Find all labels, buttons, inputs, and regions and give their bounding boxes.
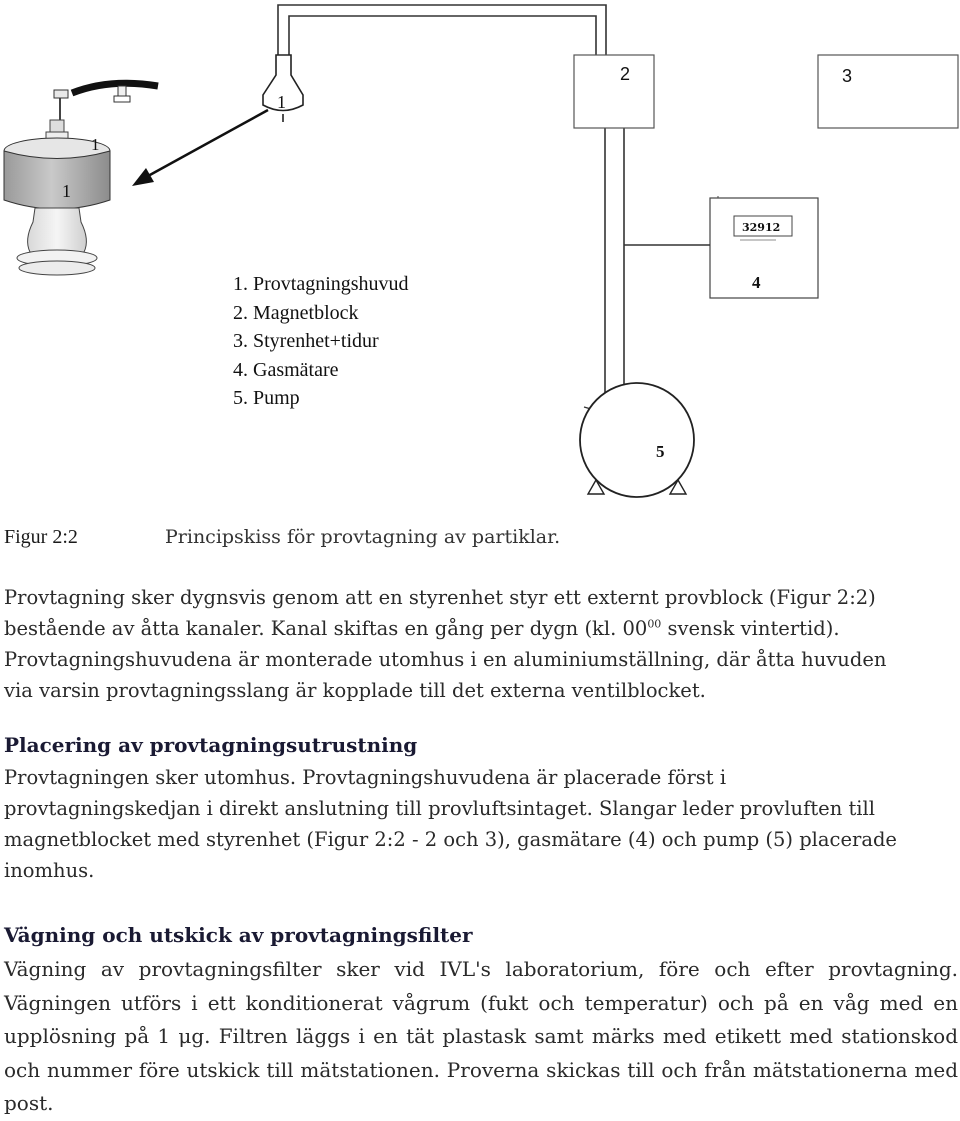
sampler-lid-label: 1 — [91, 135, 100, 154]
sampling-schematic-figure: 1 1 1 2 3 32912 4 — [3, 4, 959, 498]
legend-item: 5. Pump — [233, 387, 300, 409]
legend-item: 3. Styrenhet+tidur — [233, 330, 379, 352]
text-line: magnetblocket med styrenhet (Figur 2:2 -… — [4, 828, 897, 851]
intro-paragraph: Provtagning sker dygnsvis genom att en s… — [4, 582, 958, 706]
text-line: provtagningskedjan i direkt anslutning t… — [4, 797, 875, 820]
section-heading: Placering av provtagningsutrustning — [4, 733, 418, 757]
text-line: inomhus. — [4, 859, 95, 882]
gas-meter-display: 32912 — [742, 221, 780, 234]
legend-item: 1. Provtagningshuvud — [233, 273, 409, 295]
gas-meter-label: 4 — [752, 273, 761, 292]
superscript: 00 — [647, 617, 662, 631]
section-paragraph: Provtagningen sker utomhus. Provtagnings… — [4, 762, 958, 886]
section-heading: Vägning och utskick av provtagningsfilte… — [4, 923, 473, 947]
magnet-block-label: 2 — [620, 64, 630, 84]
pump — [579, 382, 695, 498]
funnel-label: 1 — [277, 92, 286, 112]
inlet-funnel — [262, 54, 304, 122]
pointer-arrow — [132, 108, 269, 186]
figure-caption-text: Principskiss för provtagning av partikla… — [165, 526, 561, 548]
sampler-label: 1 — [62, 181, 71, 201]
gas-meter — [624, 196, 819, 299]
text-line: bestående av åtta kanaler. Kanal skiftas… — [4, 613, 958, 644]
sampling-head-illustration — [3, 79, 159, 276]
text-fragment: bestående av åtta kanaler. Kanal skiftas… — [4, 617, 648, 640]
figure-legend: 1. Provtagningshuvud 2. Magnetblock 3. S… — [233, 270, 409, 413]
pump-label: 5 — [656, 442, 665, 461]
legend-item: 4. Gasmätare — [233, 358, 339, 381]
text-line: Provtagningen sker utomhus. Provtagnings… — [4, 766, 727, 789]
text-line: via varsin provtagningsslang är kopplade… — [4, 679, 706, 702]
section-paragraph: Vägning av provtagningsfilter sker vid I… — [4, 957, 958, 1115]
magnet-block-box — [573, 54, 655, 129]
legend-item: 2. Magnetblock — [233, 301, 359, 324]
controller-label: 3 — [842, 66, 852, 86]
controller-box — [817, 54, 959, 129]
text-fragment: svensk vintertid). — [661, 617, 840, 640]
text-line: Provtagningshuvudena är monterade utomhu… — [4, 648, 887, 671]
figure-caption-label: Figur 2:2 — [4, 526, 78, 548]
text-line: Provtagning sker dygnsvis genom att en s… — [4, 586, 876, 609]
